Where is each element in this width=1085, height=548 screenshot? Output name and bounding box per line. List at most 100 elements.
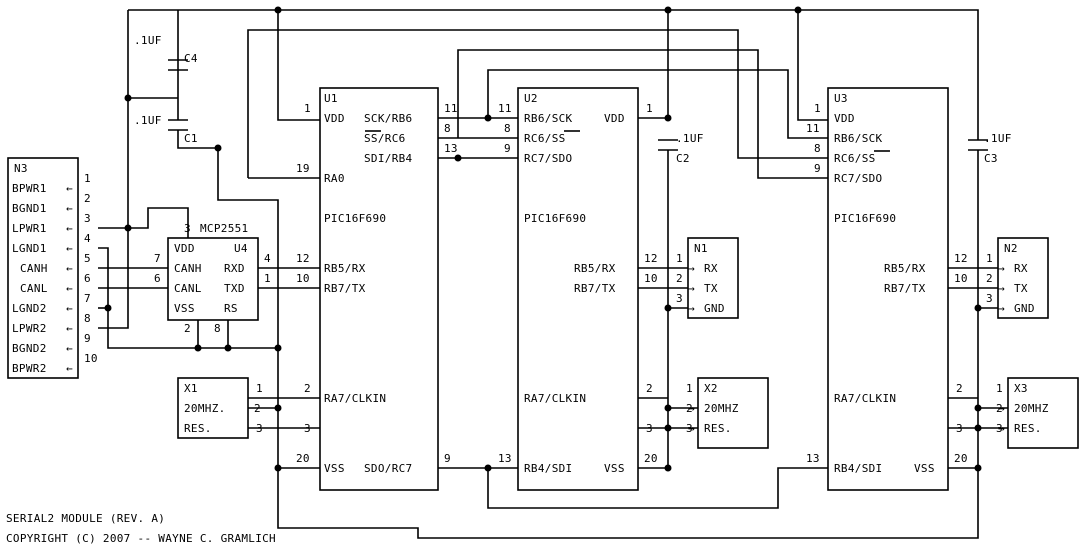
n3-num-5: 5 — [84, 252, 91, 265]
mcu-u2-body — [517, 87, 639, 491]
u3-num-8: 8 — [814, 142, 821, 155]
svg-text:←: ← — [66, 342, 73, 355]
n2-label-rx: RX — [1014, 262, 1028, 275]
n3-label-6: CANL — [20, 282, 48, 295]
n3-label-9: BGND2 — [12, 342, 47, 355]
u1-num-2: 2 — [304, 382, 311, 395]
u2-num-9: 9 — [504, 142, 511, 155]
n3-label-4: LGND1 — [12, 242, 47, 255]
u3-pin-sck: RB6/SCK — [834, 132, 883, 145]
u3-num-12: 12 — [954, 252, 968, 265]
x3-value: 20MHZ — [1014, 402, 1049, 415]
n3-num-9: 9 — [84, 332, 91, 345]
svg-text:←: ← — [66, 222, 73, 235]
u1-pin-sdo: SDO/RC7 — [364, 462, 412, 475]
u2-pin-ra7: RA7/CLKIN — [524, 392, 586, 405]
serial-port-n2-body — [997, 237, 1049, 319]
u1-pin-ra7: RA7/CLKIN — [324, 392, 386, 405]
n3-num-8: 8 — [84, 312, 91, 325]
u1-num-10: 10 — [296, 272, 310, 285]
resonator-x3: X3 20MHZ RES. 1 2 3 — [996, 382, 1049, 435]
u4-pin-txd: TXD — [224, 282, 245, 295]
n3-label-10: BPWR2 — [12, 362, 47, 375]
n3-num-10: 10 — [84, 352, 98, 365]
resonator-x2: X2 20MHZ RES. 1 2 3 — [686, 382, 738, 435]
u2-num-13: 13 — [498, 452, 512, 465]
svg-text:←: ← — [66, 262, 73, 275]
u3-pin-sdo: RC7/SDO — [834, 172, 882, 185]
svg-text:→: → — [688, 302, 695, 315]
svg-text:→: → — [688, 262, 695, 275]
u4-part: MCP2551 — [200, 222, 248, 235]
u4-ref: U4 — [234, 242, 248, 255]
svg-text:→: → — [688, 282, 695, 295]
x3-num-2: 2 — [996, 402, 1003, 415]
n3-num-1: 1 — [84, 172, 91, 185]
n1-num-2: 2 — [676, 272, 683, 285]
u3-num-20: 20 — [954, 452, 968, 465]
u4-pin-canl: CANL — [174, 282, 202, 295]
n3-label-7: LGND2 — [12, 302, 47, 315]
svg-text:←: ← — [66, 182, 73, 195]
u2-num-8: 8 — [504, 122, 511, 135]
mcu-u1-body — [319, 87, 439, 491]
junction-dots — [104, 6, 982, 472]
svg-text:←: ← — [66, 302, 73, 315]
u2-pin-rb5: RB5/RX — [574, 262, 616, 275]
wires — [98, 9, 1008, 539]
c1-value: .1UF — [134, 114, 162, 127]
n1-num-3: 3 — [676, 292, 683, 305]
c2-value: .1UF — [676, 132, 704, 145]
c2-ref: C2 — [676, 152, 690, 165]
u1-num-12: 12 — [296, 252, 310, 265]
u1-num-3: 3 — [304, 422, 311, 435]
svg-text:→: → — [998, 262, 1005, 275]
u2-num-20: 20 — [644, 452, 658, 465]
u1-pin-ra0: RA0 — [324, 172, 345, 185]
u2-pin-sdi: RB4/SDI — [524, 462, 572, 475]
u3-num-13: 13 — [806, 452, 820, 465]
connector-n3-arrows: ←←← ←←← ←←← ← — [66, 182, 73, 375]
u4-pin-vdd: VDD — [174, 242, 195, 255]
x1-num-2: 2 — [254, 402, 261, 415]
n1-num-1: 1 — [676, 252, 683, 265]
n1-label-rx: RX — [704, 262, 718, 275]
n3-num-6: 6 — [84, 272, 91, 285]
c4-ref: C4 — [184, 52, 198, 65]
u3-num-10: 10 — [954, 272, 968, 285]
u3-pin-ss: RC6/SS — [834, 152, 876, 165]
n3-num-4: 4 — [84, 232, 91, 245]
svg-text:←: ← — [66, 282, 73, 295]
u4-num-vss: 2 — [184, 322, 191, 335]
connector-n3-ref: N3 — [14, 162, 28, 175]
connector-n3: N3 BPWR1 BGND1 LPWR1 LGND1 CANH CANL LGN… — [12, 162, 98, 375]
u3-ref: U3 — [834, 92, 848, 105]
u1-num-20: 20 — [296, 452, 310, 465]
svg-text:→: → — [998, 422, 1005, 435]
u2-pin-rb7: RB7/TX — [574, 282, 616, 295]
u2-num-12: 12 — [644, 252, 658, 265]
footer-title: SERIAL2 MODULE (REV. A) — [6, 512, 165, 525]
capacitor-plates — [168, 59, 988, 151]
u3-part: PIC16F690 — [834, 212, 896, 225]
u2-ref: U2 — [524, 92, 538, 105]
c3-value: .1UF — [984, 132, 1012, 145]
u2-num-11: 11 — [498, 102, 512, 115]
u2-num-2: 2 — [646, 382, 653, 395]
u4-pin-vss: VSS — [174, 302, 195, 315]
u3-num-2: 2 — [956, 382, 963, 395]
u4-num-canh: 7 — [154, 252, 161, 265]
resonator-x3-body — [1007, 377, 1079, 449]
u1-pin-vdd: VDD — [324, 112, 345, 125]
u3-num-9: 9 — [814, 162, 821, 175]
x1-num-3: 3 — [256, 422, 263, 435]
u3-pin-vdd: VDD — [834, 112, 855, 125]
u4-num-rxd: 4 — [264, 252, 271, 265]
u2-pin-ss: RC6/SS — [524, 132, 566, 145]
u4-pin-canh: CANH — [174, 262, 202, 275]
svg-text:←: ← — [66, 322, 73, 335]
n1-label-gnd: GND — [704, 302, 725, 315]
n3-num-7: 7 — [84, 292, 91, 305]
u2-part: PIC16F690 — [524, 212, 586, 225]
x2-num-2: 2 — [686, 402, 693, 415]
